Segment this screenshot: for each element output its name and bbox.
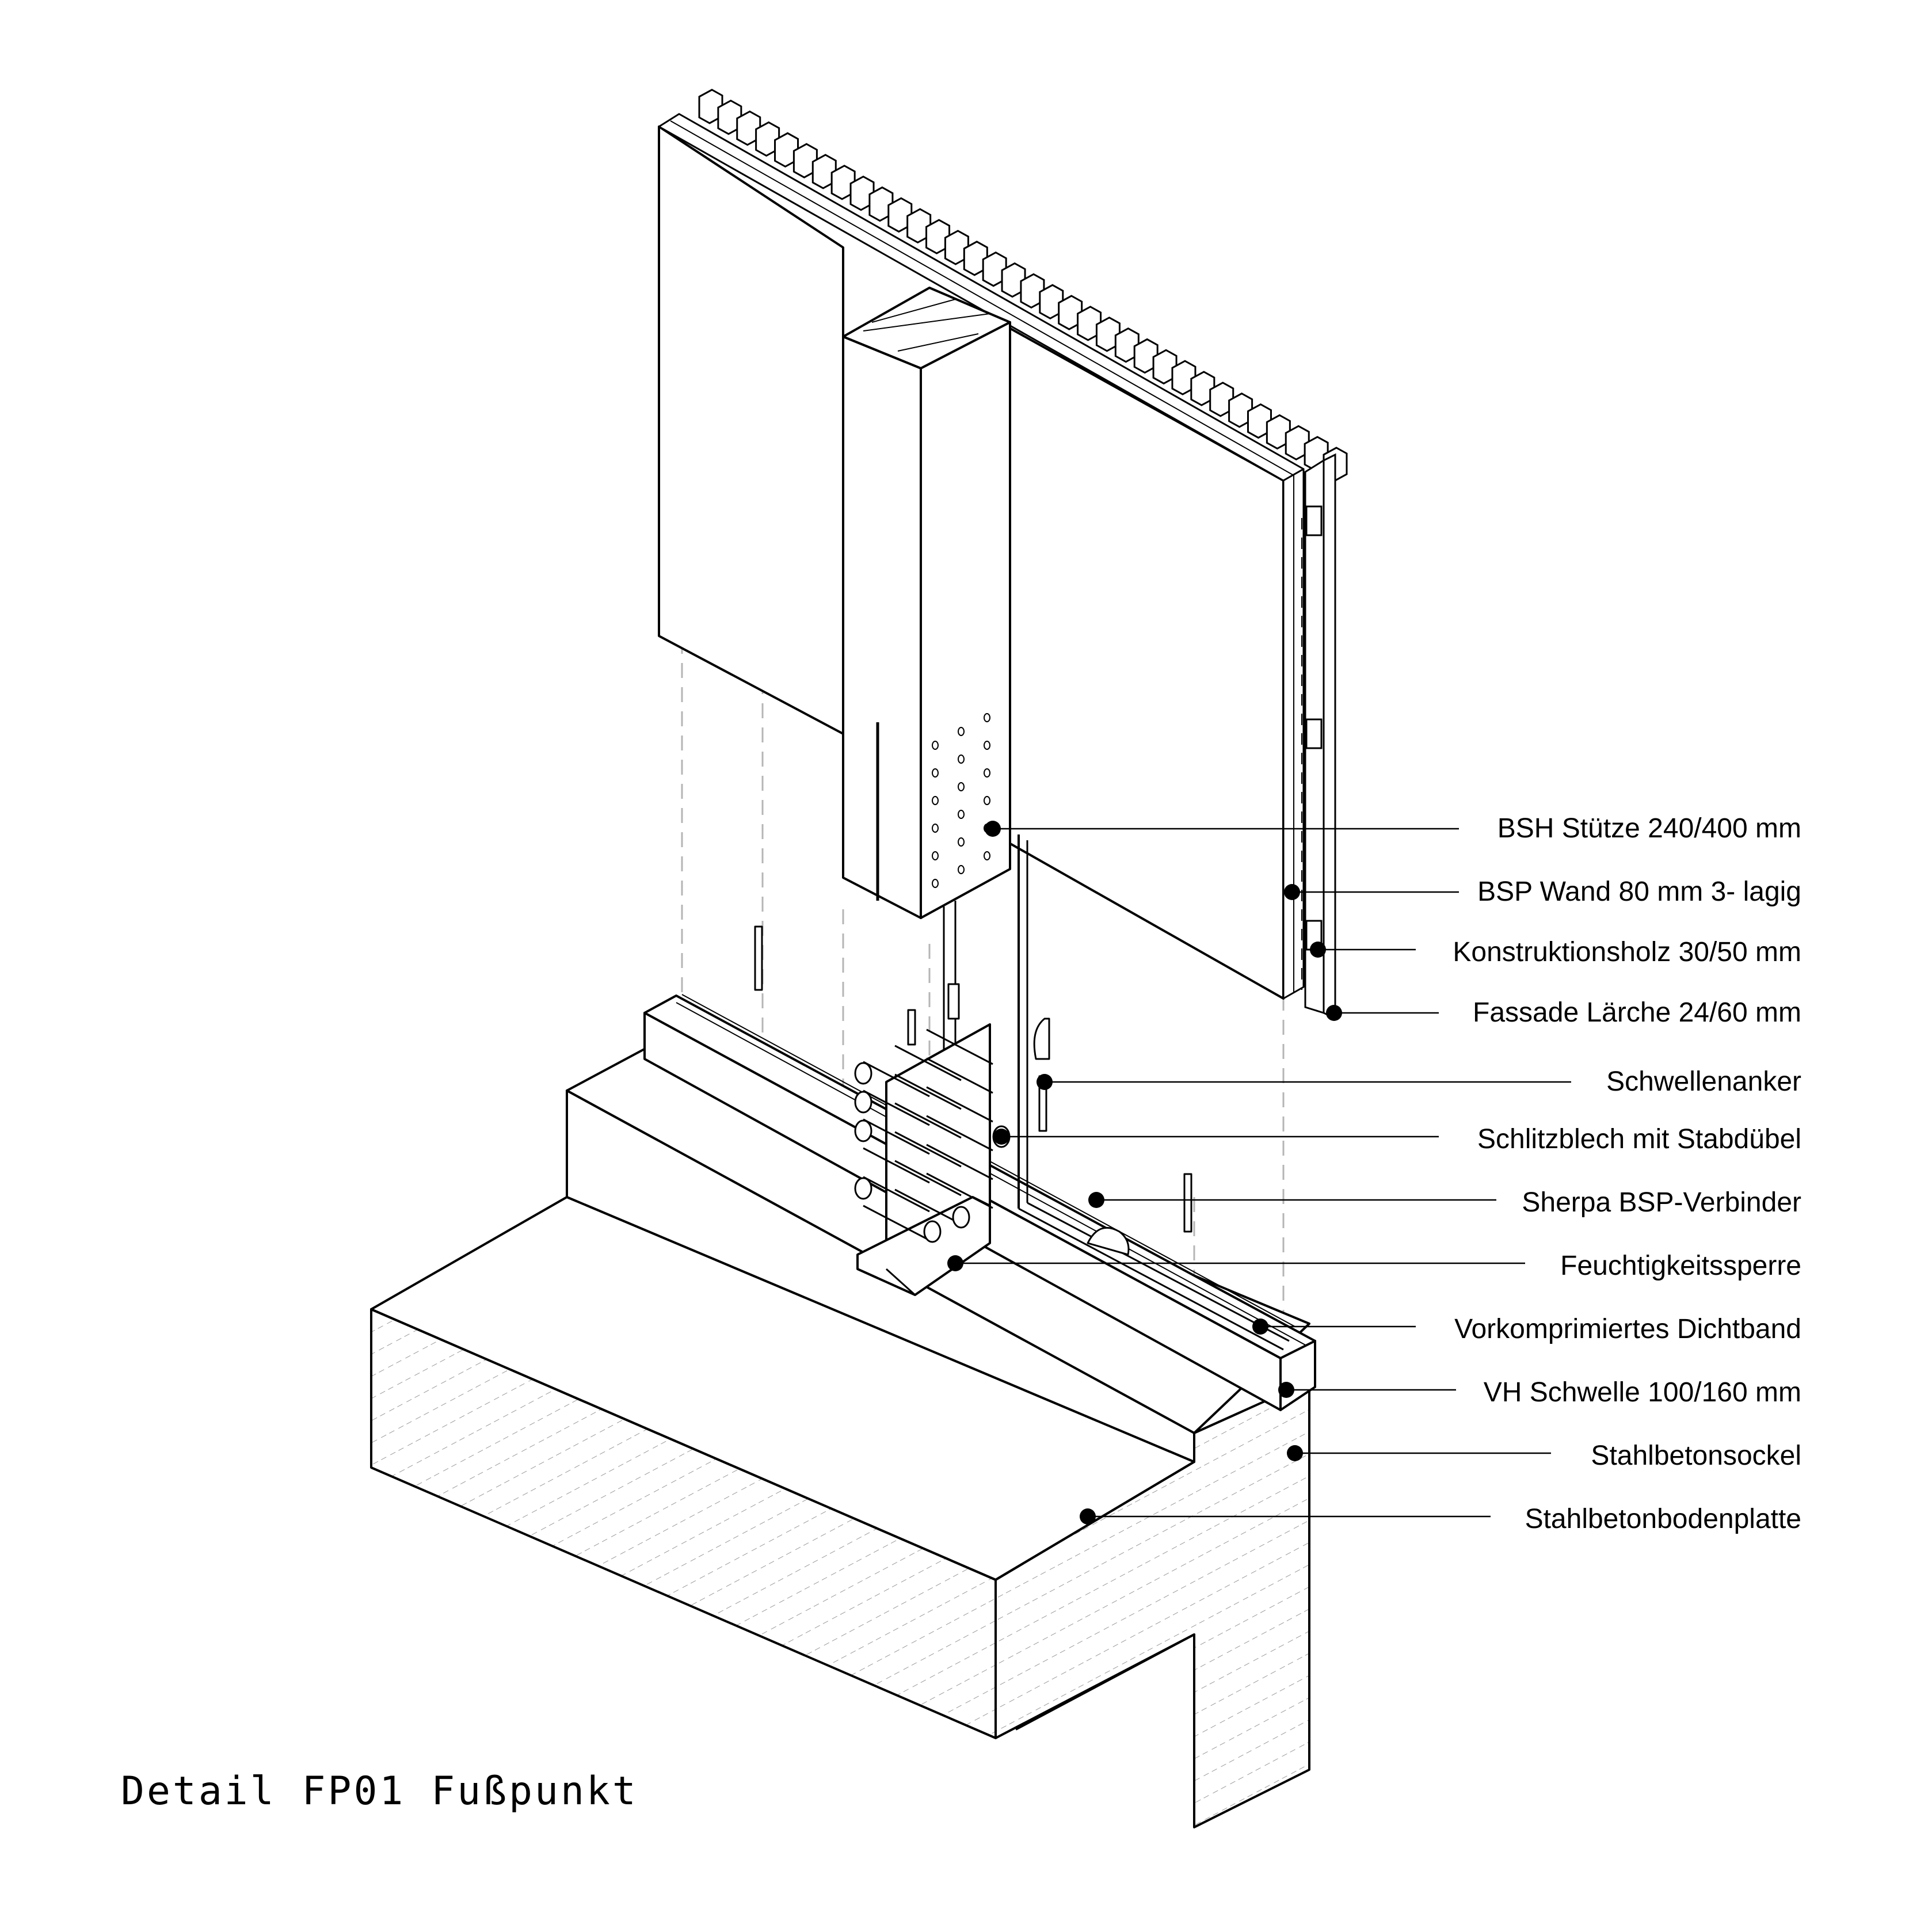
dowel-hole xyxy=(932,851,939,860)
leader-lines xyxy=(955,828,1571,1518)
steel-dowel xyxy=(863,1089,930,1126)
glulam-column xyxy=(842,287,1011,919)
dowel-hole xyxy=(932,741,939,750)
column-side-left xyxy=(842,336,922,919)
bolt-head xyxy=(854,1177,872,1200)
facade-boards xyxy=(698,89,1348,482)
clt-wall xyxy=(658,113,1305,1000)
steel-dowel xyxy=(894,1188,962,1225)
dowel-hole xyxy=(984,796,990,805)
annotation-labels: BSH Stütze 240/400 mm BSP Wand 80 mm 3- … xyxy=(1453,813,1801,1534)
label-stahlbetonsockel: Stahlbetonsockel xyxy=(1591,1441,1801,1471)
steel-dowel xyxy=(894,1102,962,1139)
label-konstruktionsholz: Konstruktionsholz 30/50 mm xyxy=(1453,937,1801,967)
steel-dowel xyxy=(894,1073,962,1110)
label-schwellenanker: Schwellenanker xyxy=(1606,1066,1801,1097)
label-stahlbetonbodenplatte: Stahlbetonbodenplatte xyxy=(1525,1504,1801,1534)
label-bsp-wand: BSP Wand 80 mm 3- lagig xyxy=(1477,877,1801,907)
steel-dowel xyxy=(926,1028,993,1065)
bolt-head xyxy=(952,1206,970,1229)
label-fassade: Fassade Lärche 24/60 mm xyxy=(1473,997,1801,1028)
steel-connection xyxy=(754,834,1290,1351)
facade-edge xyxy=(1301,453,1336,1020)
steel-dowel xyxy=(863,1205,930,1241)
steel-dowel xyxy=(894,1045,962,1081)
dowel-hole xyxy=(932,768,939,778)
steel-dowel xyxy=(894,1131,962,1168)
label-vh-schwelle: VH Schwelle 100/160 mm xyxy=(1484,1377,1801,1408)
dowel-hole xyxy=(932,796,939,805)
steel-dowel xyxy=(926,1086,993,1123)
dowel-hole xyxy=(958,727,965,736)
dowel-hole xyxy=(958,865,965,874)
steel-dowel xyxy=(863,1176,930,1213)
dowel-hole xyxy=(932,824,939,833)
dowel-hole xyxy=(958,782,965,791)
steel-dowel xyxy=(926,1057,993,1094)
steel-dowel xyxy=(894,1160,962,1196)
dowel-hole xyxy=(984,741,990,750)
dowel-hole xyxy=(958,754,965,764)
steel-dowel xyxy=(863,1118,930,1155)
dowel-hole xyxy=(958,837,965,847)
label-dichtband: Vorkomprimiertes Dichtband xyxy=(1454,1314,1801,1344)
steel-dowel xyxy=(863,1061,930,1098)
label-feuchtigkeitssperre: Feuchtigkeitssperre xyxy=(1560,1251,1801,1281)
label-bsh-stuetze: BSH Stütze 240/400 mm xyxy=(1497,813,1801,844)
steel-dowel xyxy=(926,1172,993,1209)
bolt-head xyxy=(854,1091,872,1114)
dowel-hole xyxy=(984,851,990,860)
dowel-hole xyxy=(958,810,965,819)
hidden-lines xyxy=(681,639,1285,1324)
steel-dowel xyxy=(863,1147,930,1184)
dowel-hole xyxy=(984,768,990,778)
drawing-title: Detail FP01 Fußpunkt xyxy=(121,1769,638,1814)
steel-dowel xyxy=(926,1115,993,1152)
bolt-head xyxy=(854,1119,872,1142)
dowel-holes xyxy=(932,713,990,888)
steel-dowel xyxy=(926,1144,993,1180)
label-schlitzblech: Schlitzblech mit Stabdübel xyxy=(1477,1124,1801,1154)
bolt-head xyxy=(854,1062,872,1085)
dowel-hole xyxy=(984,713,990,722)
dowel-hole xyxy=(932,879,939,888)
label-sherpa: Sherpa BSP-Verbinder xyxy=(1522,1187,1801,1218)
bolt-head xyxy=(923,1220,942,1243)
leader-dots xyxy=(947,821,1342,1525)
